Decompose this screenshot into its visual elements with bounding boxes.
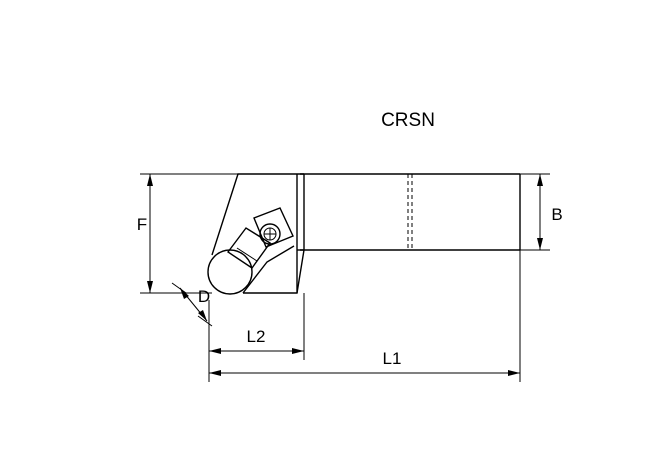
shank-body (296, 173, 521, 293)
dimension-f: F (137, 173, 238, 294)
holder-head (211, 173, 305, 294)
diagram-title: CRSN (381, 110, 435, 131)
round-insert (207, 249, 253, 295)
dimension-label-l1: L1 (383, 349, 402, 368)
dimension-l1: L1 (209, 250, 521, 382)
dimension-b: B (520, 173, 563, 251)
dimension-label-b: B (551, 205, 562, 224)
dimension-label-f: F (137, 215, 147, 234)
dimension-label-l2: L2 (247, 327, 266, 346)
dimension-l2: L2 (208, 293, 305, 382)
dimension-label-d: D (198, 287, 210, 306)
dimension-d: D (171, 282, 213, 327)
clamp (226, 207, 294, 269)
